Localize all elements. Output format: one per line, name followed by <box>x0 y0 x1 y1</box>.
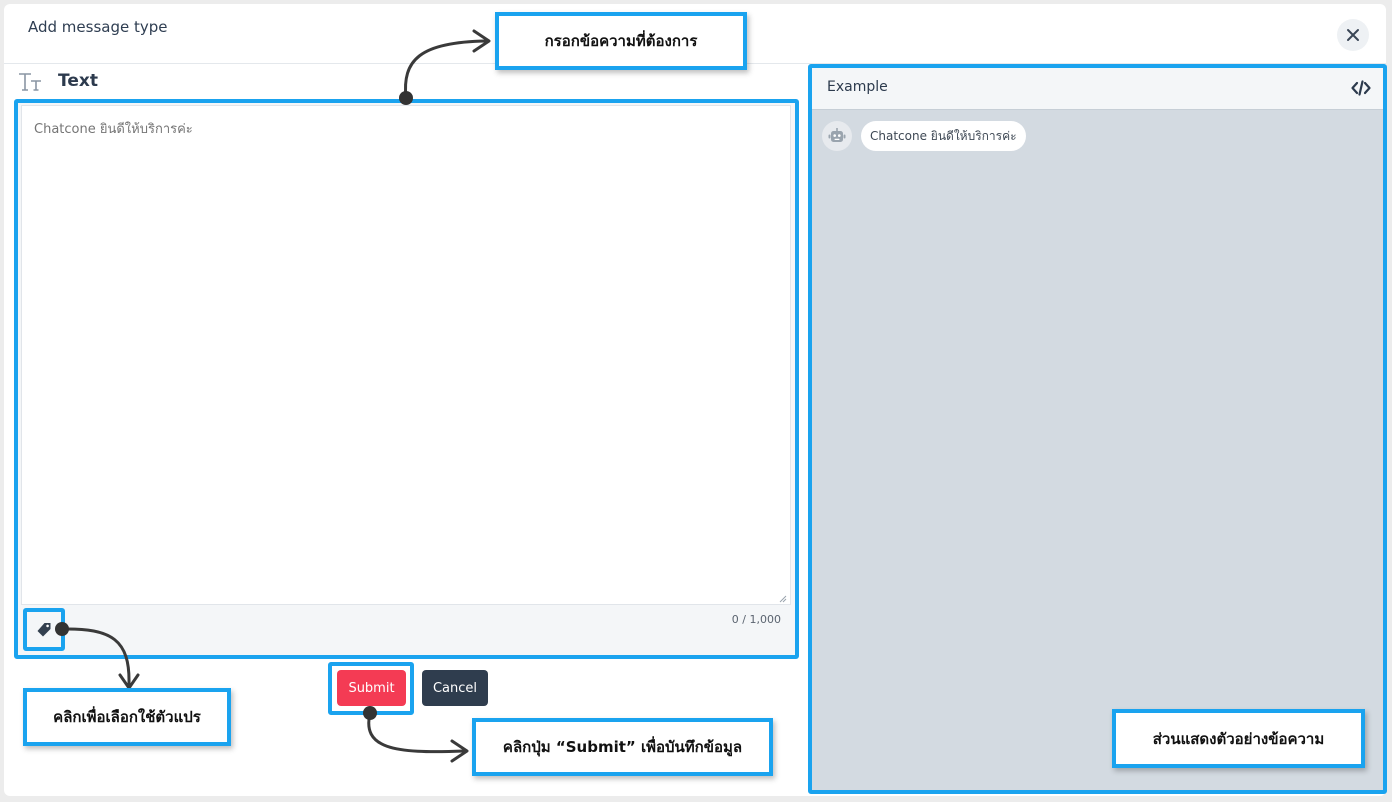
character-counter: 0 / 1,000 <box>731 613 781 626</box>
preview-header: Example <box>812 68 1384 110</box>
submit-button[interactable]: Submit <box>337 670 406 706</box>
message-editor: 0 / 1,000 <box>17 101 795 655</box>
annotation-preview-area: ส่วนแสดงตัวอย่างข้อความ <box>1112 709 1365 768</box>
insert-variable-button[interactable] <box>33 619 55 641</box>
close-icon <box>1347 29 1359 41</box>
preview-message-bubble: Chatcone ยินดีให้บริการค่ะ <box>861 121 1026 151</box>
close-button[interactable] <box>1337 19 1369 51</box>
robot-icon <box>828 128 846 142</box>
bot-avatar <box>822 121 852 151</box>
resize-handle-icon[interactable] <box>779 595 787 603</box>
message-textarea[interactable] <box>21 105 791 605</box>
preview-panel: Example Chatcone ยินดีให้บริการค่ะ <box>812 68 1384 790</box>
code-icon[interactable] <box>1351 79 1371 97</box>
text-section-header: Text <box>16 68 98 94</box>
tag-icon <box>37 623 51 637</box>
cancel-button[interactable]: Cancel <box>422 670 488 706</box>
preview-title: Example <box>827 79 888 95</box>
dialog-title: Add message type <box>28 18 168 36</box>
text-size-icon <box>19 73 41 91</box>
annotation-click-submit: คลิกปุ่ม “Submit” เพื่อบันทึกข้อมูล <box>472 718 773 776</box>
annotation-fill-text: กรอกข้อความที่ต้องการ <box>495 12 747 70</box>
text-section-label: Text <box>58 71 98 91</box>
annotation-select-variable: คลิกเพื่อเลือกใช้ตัวแปร <box>23 688 231 746</box>
